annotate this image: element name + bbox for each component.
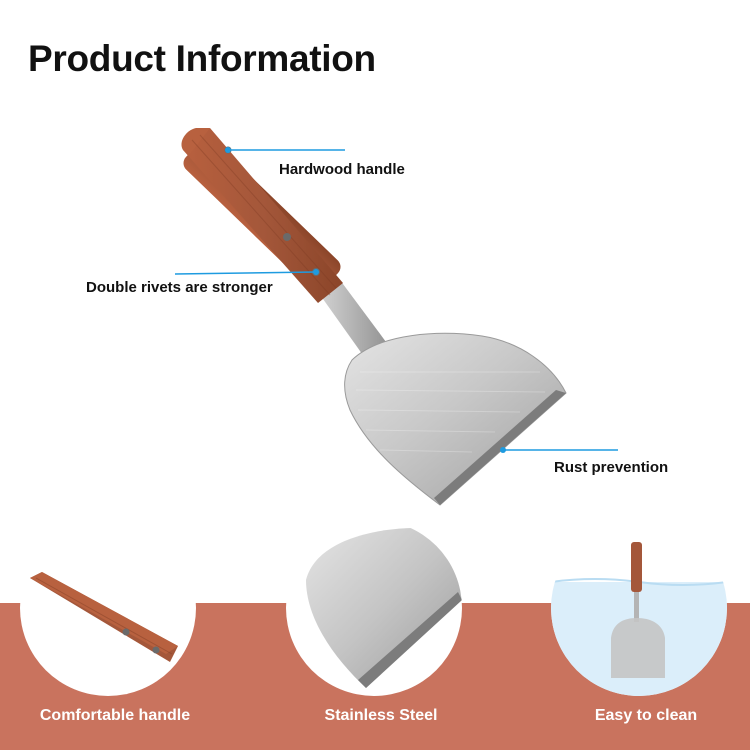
callout-hardwood-handle: Hardwood handle xyxy=(279,161,405,178)
blade-bevel xyxy=(434,390,566,505)
spatula-illustration xyxy=(174,128,618,506)
feature-label: Comfortable handle xyxy=(39,707,191,724)
handle-body xyxy=(183,128,343,303)
spatula-neck xyxy=(318,280,392,365)
callout-rust-prevention: Rust prevention xyxy=(554,459,669,476)
feature-label: Easy to clean xyxy=(594,707,698,724)
spatula-blade xyxy=(344,332,567,506)
feature-label: Stainless Steel xyxy=(324,707,438,724)
wood-handle-closeup-icon xyxy=(20,520,196,696)
feature-easy-to-clean: Easy to clean xyxy=(551,520,741,750)
spatula-in-water-icon xyxy=(551,520,727,696)
wood-grain xyxy=(191,134,337,296)
steel-blade-closeup-icon xyxy=(286,520,462,696)
callout-lines xyxy=(174,149,618,451)
blade-brush-lines xyxy=(355,371,546,453)
feature-stainless-steel: Stainless Steel xyxy=(286,520,476,750)
rivet-middle xyxy=(283,233,291,241)
page-title: Product Information xyxy=(28,38,376,79)
callout-double-rivets: Double rivets are stronger xyxy=(86,279,273,296)
feature-comfortable-handle: Comfortable handle xyxy=(20,520,210,750)
